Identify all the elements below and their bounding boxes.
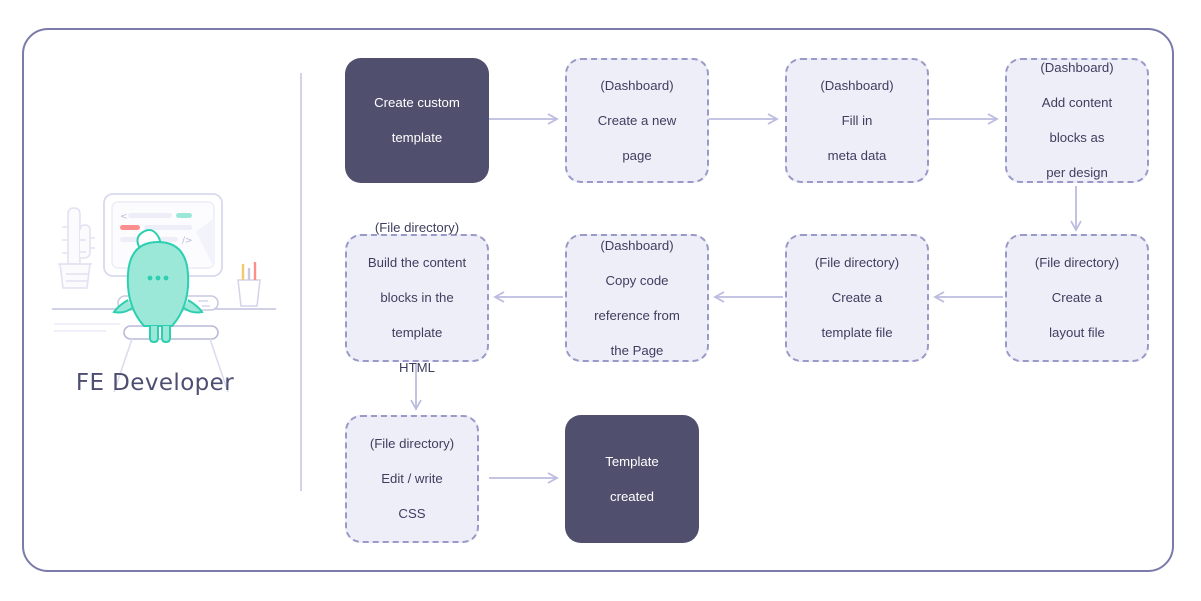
node-file-build-content-blocks[interactable]: (File directory) Build the content block… <box>345 220 489 375</box>
node-label: (File directory) Edit / write CSS <box>369 436 455 522</box>
arrow-layout-to-template-file <box>929 290 1003 304</box>
arrow-meta-data-to-add-blocks <box>929 112 1003 126</box>
cactus-icon <box>58 207 95 289</box>
arrow-add-blocks-to-layout-file <box>1069 186 1083 236</box>
arrow-copy-code-to-build-blocks <box>489 290 563 304</box>
node-label: Create custom template <box>374 95 460 146</box>
node-dashboard-copy-code-reference[interactable]: (Dashboard) Copy code reference from the… <box>565 234 709 362</box>
arrow-template-file-to-copy-code <box>709 290 783 304</box>
svg-text:<: < <box>120 212 128 222</box>
node-dashboard-create-page[interactable]: (Dashboard) Create a new page <box>565 58 709 183</box>
fe-developer-illustration: < /> <box>46 178 286 403</box>
arrow-new-page-to-meta-data <box>709 112 783 126</box>
arrow-edit-css-to-created <box>489 471 563 485</box>
svg-text:/>: /> <box>182 236 193 246</box>
node-dashboard-fill-meta-data[interactable]: (Dashboard) Fill in meta data <box>785 58 929 183</box>
node-file-create-layout-file[interactable]: (File directory) Create a layout file <box>1005 234 1149 362</box>
pencil-cup-icon <box>237 262 261 307</box>
arrow-create-to-new-page <box>489 112 563 126</box>
node-label: (File directory) Build the content block… <box>367 220 467 376</box>
node-file-edit-write-css[interactable]: (File directory) Edit / write CSS <box>345 415 479 543</box>
node-label: (Dashboard) Fill in meta data <box>820 77 894 163</box>
illustration-label: FE Developer <box>75 370 235 396</box>
node-template-created[interactable]: Template created <box>565 415 699 543</box>
node-label: (File directory) Create a layout file <box>1034 255 1120 341</box>
node-create-custom-template[interactable]: Create custom template <box>345 58 489 183</box>
vertical-divider <box>300 73 302 491</box>
node-dashboard-add-content-blocks[interactable]: (Dashboard) Add content blocks as per de… <box>1005 58 1149 183</box>
node-label: (Dashboard) Add content blocks as per de… <box>1040 60 1114 181</box>
node-label: (File directory) Create a template file <box>814 255 900 341</box>
node-label: (Dashboard) Copy code reference from the… <box>594 237 680 358</box>
node-file-create-template-file[interactable]: (File directory) Create a template file <box>785 234 929 362</box>
node-label: Template created <box>605 453 659 504</box>
arrow-build-blocks-to-edit-css <box>409 363 423 415</box>
node-label: (Dashboard) Create a new page <box>597 77 677 163</box>
character-avatar <box>112 229 204 344</box>
